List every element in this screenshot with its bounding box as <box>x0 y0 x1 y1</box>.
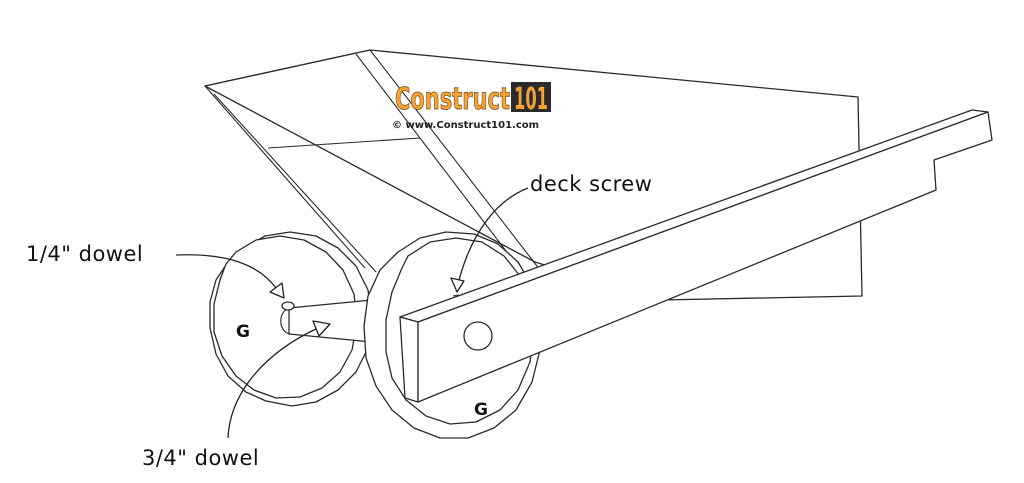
tray-fold-line <box>267 137 421 149</box>
three-quarter-dowel-arrow <box>312 320 331 337</box>
callout-three-quarter-dowel: 3/4" dowel <box>142 320 331 470</box>
right-wheel-label: G <box>474 400 488 420</box>
deck-screw-text: deck screw <box>530 172 652 196</box>
axle-hole <box>463 321 493 351</box>
deck-screw-mark <box>452 294 460 297</box>
quarter-dowel-arrow <box>269 282 285 299</box>
logo-number: 101 <box>514 82 548 117</box>
logo-url: © www.Construct101.com <box>392 120 539 131</box>
three-quarter-dowel-leader <box>227 327 319 439</box>
deck-screw-arrow <box>450 277 465 293</box>
logo-word: Construct <box>395 82 510 117</box>
three-quarter-dowel-text: 3/4" dowel <box>142 446 259 470</box>
quarter-dowel-text: 1/4" dowel <box>26 242 143 266</box>
deck-screw-leader <box>458 187 529 281</box>
axle-body <box>288 299 373 343</box>
left-wheel-label: G <box>236 322 250 342</box>
tray-top-edge <box>204 49 371 87</box>
tray-corner-edge-inner <box>355 53 523 273</box>
quarter-dowel-pin <box>281 301 295 311</box>
tray-front-slope <box>204 85 366 269</box>
logo-number-box <box>511 82 551 112</box>
tray-corner-edge <box>369 49 541 271</box>
handle-side-face <box>417 111 993 403</box>
handle-arm <box>399 109 993 403</box>
left-wheel-face <box>213 235 358 399</box>
construct101-logo: Construct 101 © www.Construct101.com <box>392 82 551 131</box>
callout-deck-screw: deck screw <box>450 172 652 293</box>
callout-quarter-dowel: 1/4" dowel <box>26 242 285 299</box>
tray-front-slope-inner <box>213 93 377 273</box>
quarter-dowel-leader <box>175 254 277 289</box>
